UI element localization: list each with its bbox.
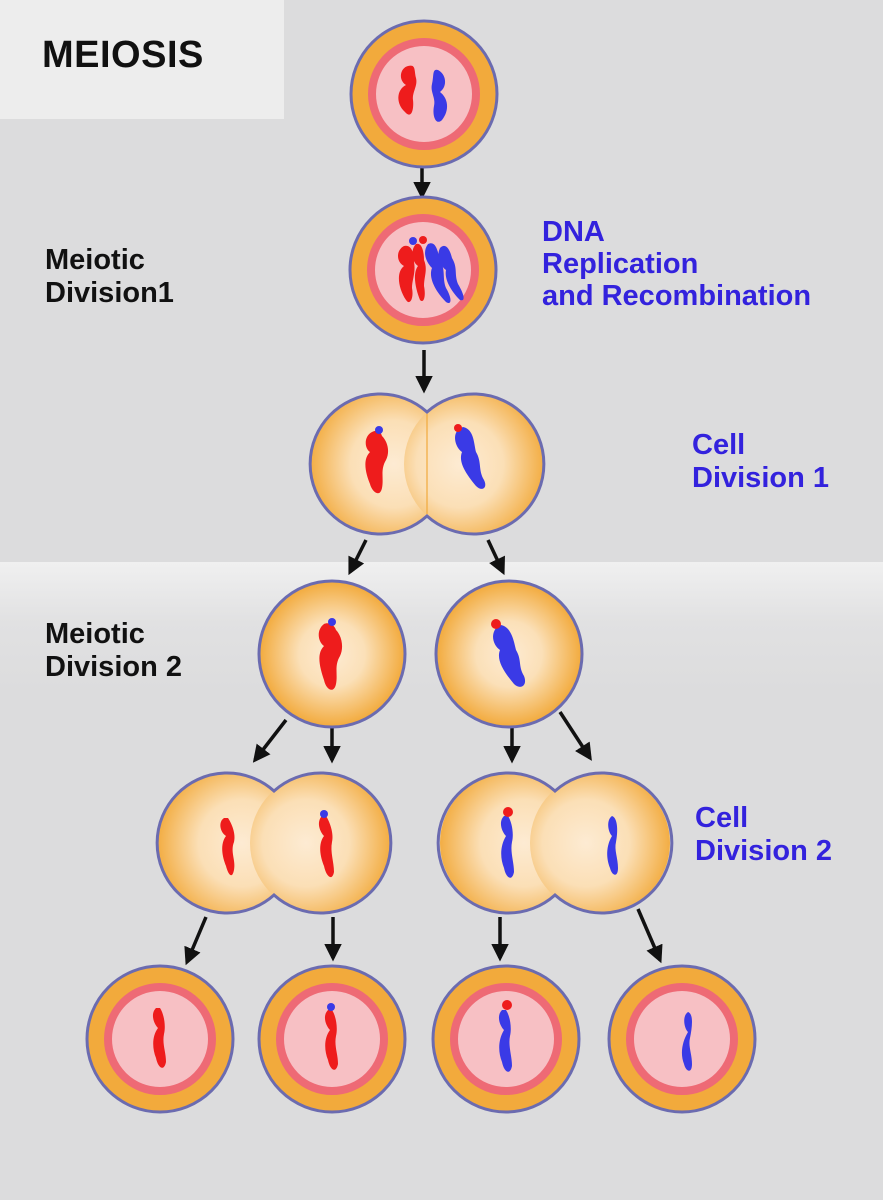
label-cell-division-2: Cell Division 2 bbox=[695, 802, 832, 868]
crossover-red-tip bbox=[502, 1000, 512, 1010]
label-line: Division1 bbox=[45, 277, 174, 309]
chromosome-red-dyad bbox=[318, 623, 343, 690]
arrow-left-1 bbox=[348, 539, 368, 576]
cell-dividing-2-right bbox=[436, 771, 674, 915]
label-meiotic-division-2: Meiotic Division 2 bbox=[45, 618, 182, 684]
chromosome-blue bbox=[500, 816, 514, 878]
chromosome-red bbox=[324, 1010, 338, 1070]
crossover-blue-tip bbox=[320, 810, 328, 818]
chromosome-red bbox=[318, 816, 334, 878]
crossover-blue-tip bbox=[327, 1003, 335, 1011]
chromosome-red bbox=[152, 1008, 166, 1068]
label-line: Replication bbox=[542, 248, 699, 280]
chromosome-blue-dyad bbox=[493, 625, 526, 687]
label-cell-division-1: Cell Division 1 bbox=[692, 429, 829, 495]
cell-replicated bbox=[348, 195, 498, 345]
label-dna-replication: DNA Replication and Recombination bbox=[542, 216, 811, 312]
label-meiotic-division-1: Meiotic Division1 bbox=[45, 244, 174, 310]
chromosome-blue-dyad bbox=[455, 427, 486, 489]
label-line: Cell bbox=[692, 429, 746, 461]
cell-daughter-right bbox=[434, 579, 584, 729]
cell-dividing-1 bbox=[308, 392, 546, 536]
chromosome-blue bbox=[681, 1012, 692, 1071]
chromosome-blue-pair bbox=[425, 243, 464, 304]
label-line: Meiotic bbox=[45, 618, 145, 650]
label-line: Cell bbox=[695, 802, 749, 834]
title-box: MEIOSIS bbox=[0, 0, 284, 119]
gamete-3 bbox=[431, 964, 581, 1114]
crossover-red-tip bbox=[454, 424, 462, 432]
gamete-2 bbox=[257, 964, 407, 1114]
chromosome-red bbox=[220, 818, 235, 876]
label-line: and Recombination bbox=[542, 280, 812, 312]
cell-dividing-2-left bbox=[155, 771, 393, 915]
crossover-red-tip bbox=[419, 236, 427, 244]
cell-parent bbox=[349, 19, 499, 169]
arrow-right-1 bbox=[486, 539, 505, 576]
crossover-blue-tip bbox=[409, 237, 417, 245]
chromosome-red-dyad bbox=[365, 430, 389, 494]
crossover-blue-tip bbox=[328, 618, 336, 626]
chromosome-red-pair bbox=[398, 243, 426, 303]
crossover-red-tip bbox=[491, 619, 501, 629]
crossover-blue-tip bbox=[375, 426, 383, 434]
arrow-division2-d bbox=[558, 711, 592, 761]
label-line: Meiotic bbox=[45, 244, 145, 276]
arrow-division2-a bbox=[252, 718, 288, 763]
chromosome-blue bbox=[498, 1010, 512, 1072]
chromosome-blue bbox=[607, 816, 618, 875]
label-line: Division 1 bbox=[692, 462, 829, 494]
crossover-red-tip bbox=[503, 807, 513, 817]
arrow-final-1 bbox=[184, 916, 208, 966]
arrow-final-4 bbox=[636, 908, 663, 964]
chromosome-red bbox=[398, 65, 417, 115]
arrows bbox=[184, 168, 663, 966]
label-line: Division 2 bbox=[695, 835, 832, 867]
gamete-1 bbox=[85, 964, 235, 1114]
label-line: Division 2 bbox=[45, 651, 182, 683]
page-title: MEIOSIS bbox=[42, 34, 204, 76]
gamete-4 bbox=[607, 964, 757, 1114]
chromosome-blue bbox=[431, 69, 448, 122]
label-line: DNA bbox=[542, 216, 605, 248]
cell-daughter-left bbox=[257, 579, 407, 729]
